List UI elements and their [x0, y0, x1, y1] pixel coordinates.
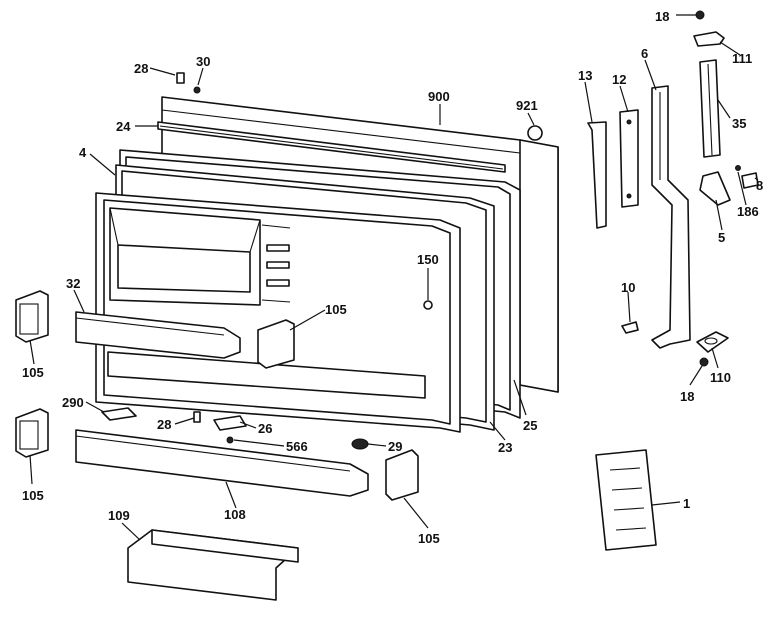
plate-part-26	[213, 415, 247, 431]
hinge-plate-part-110	[696, 331, 729, 353]
part-290	[101, 407, 137, 421]
shelf-bar-part-108	[75, 429, 369, 497]
callout-108: 108	[224, 507, 246, 522]
bracket-part-111	[693, 31, 725, 47]
screw-part-18-top	[695, 10, 705, 20]
trim-strip-part-24	[157, 121, 506, 173]
callout-4: 4	[79, 145, 87, 160]
top-screw-part-30	[176, 72, 201, 94]
part-28-mid	[193, 411, 201, 423]
hinge-bar-part-6	[651, 85, 691, 349]
clip-part-8	[741, 172, 759, 189]
door-shelf-bar-part-32	[75, 311, 241, 359]
screw-part-18-bottom	[699, 357, 709, 367]
callout-25: 25	[523, 418, 537, 433]
callout-32: 32	[66, 276, 80, 291]
bin-part-109	[127, 529, 299, 601]
callout-28-mid: 28	[157, 417, 171, 432]
callout-labels: 18 111 28 30 900 921 13 12 6 35 24 4 8 1…	[22, 9, 763, 546]
callout-111: 111	[732, 51, 752, 66]
callout-105-left-top: 105	[22, 365, 44, 380]
screw-part-566	[226, 436, 234, 444]
callout-18-bottom: 18	[680, 389, 694, 404]
callout-24: 24	[116, 119, 131, 134]
callout-105-left-bottom: 105	[22, 488, 44, 503]
callout-109: 109	[108, 508, 130, 523]
leader-lines	[29, 14, 759, 541]
button-part-29	[351, 438, 369, 450]
callout-105-bottom: 105	[418, 531, 440, 546]
callout-35: 35	[732, 116, 746, 131]
callout-1: 1	[683, 496, 690, 511]
shelf-end-cap-door	[257, 319, 295, 369]
hinge-part-5	[699, 171, 731, 206]
callout-13: 13	[578, 68, 592, 83]
callout-6: 6	[641, 46, 648, 61]
callout-921: 921	[516, 98, 538, 113]
inner-door-liner-part-4	[95, 192, 461, 433]
vertical-strip-part-13	[587, 121, 607, 229]
channel-part-35	[699, 59, 721, 158]
shelf-end-cap-left-top	[15, 290, 49, 343]
callout-8: 8	[756, 178, 763, 193]
vertical-strip-part-12	[619, 109, 639, 208]
pin-part-186	[735, 165, 741, 171]
shelf-end-cap-bottom	[385, 449, 419, 501]
callout-18-top: 18	[655, 9, 669, 24]
callout-900: 900	[428, 89, 450, 104]
callout-290: 290	[62, 395, 84, 410]
callout-110: 110	[710, 370, 731, 385]
callout-105-door: 105	[325, 302, 347, 317]
callout-29: 29	[388, 439, 402, 454]
callout-12: 12	[612, 72, 626, 87]
callout-150: 150	[417, 252, 439, 267]
callout-566: 566	[286, 439, 308, 454]
lower-hinge-part-10	[621, 321, 639, 334]
manual-booklet-part-1	[595, 449, 657, 551]
callout-28-top: 28	[134, 61, 148, 76]
shelf-end-cap-left-bottom	[15, 408, 49, 458]
callout-30: 30	[196, 54, 210, 69]
callout-26: 26	[258, 421, 272, 436]
callout-23: 23	[498, 440, 512, 455]
callout-186: 186	[737, 204, 759, 219]
callout-10: 10	[621, 280, 635, 295]
callout-5: 5	[718, 230, 725, 245]
